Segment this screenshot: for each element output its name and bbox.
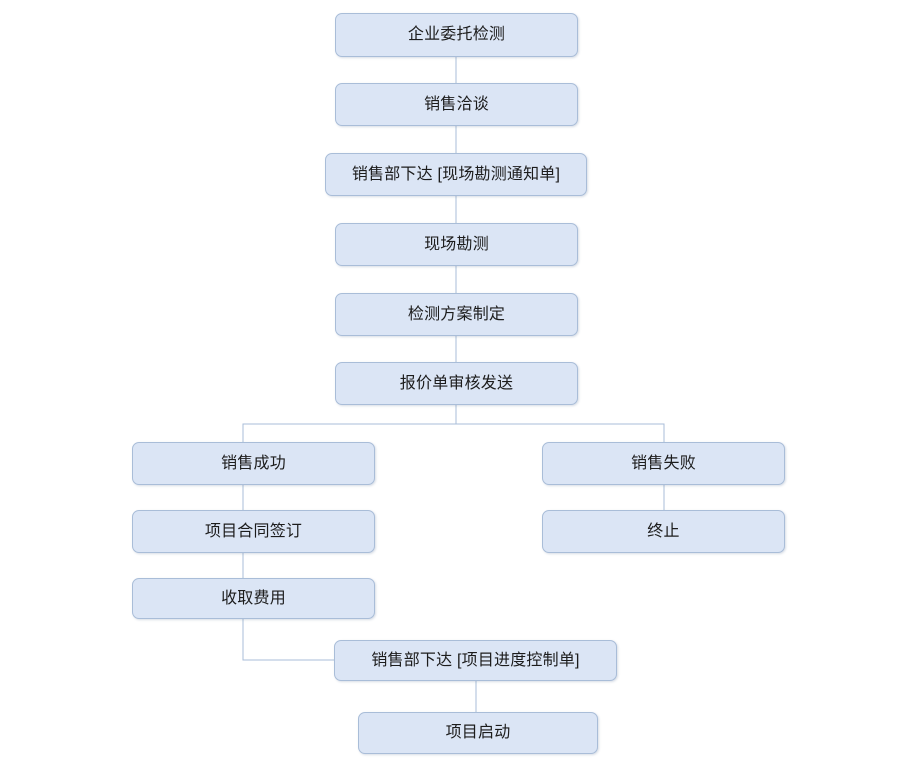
- flow-node-label: 报价单审核发送: [399, 374, 514, 392]
- flow-node-n10[interactable]: 终止: [542, 510, 785, 553]
- flow-node-n8[interactable]: 销售失败: [542, 442, 785, 485]
- flow-node-label: 终止: [647, 522, 680, 540]
- flow-node-label: 收取费用: [221, 589, 286, 607]
- connector-split-to-n8: [456, 423, 665, 442]
- flow-node-label: 项目启动: [445, 724, 511, 742]
- flow-node-n3[interactable]: 销售部下达 [现场勘测通知单]: [325, 153, 587, 196]
- flow-node-label: 销售失败: [631, 454, 696, 472]
- flow-node-label: 项目合同签订: [204, 522, 303, 540]
- flow-node-n11[interactable]: 收取费用: [132, 578, 375, 619]
- connector-n11-to-n12: [242, 619, 334, 661]
- flow-node-label: 销售成功: [221, 454, 286, 472]
- flow-node-label: 销售部下达 [现场勘测通知单]: [351, 165, 561, 183]
- flow-node-label: 检测方案制定: [407, 305, 506, 323]
- flow-node-n13[interactable]: 项目启动: [358, 712, 598, 754]
- flow-node-n4[interactable]: 现场勘测: [335, 223, 578, 266]
- flow-node-label: 销售部下达 [项目进度控制单]: [371, 651, 580, 669]
- flow-node-n5[interactable]: 检测方案制定: [335, 293, 578, 336]
- flow-node-label: 销售洽谈: [424, 95, 489, 113]
- flow-node-n12[interactable]: 销售部下达 [项目进度控制单]: [334, 640, 617, 681]
- flow-node-label: 企业委托检测: [407, 26, 506, 44]
- connector-split-to-n7: [242, 423, 456, 442]
- flow-node-n9[interactable]: 项目合同签订: [132, 510, 375, 553]
- flow-node-n6[interactable]: 报价单审核发送: [335, 362, 578, 405]
- flow-node-label: 现场勘测: [424, 235, 489, 253]
- flow-node-n1[interactable]: 企业委托检测: [335, 13, 578, 57]
- flow-node-n2[interactable]: 销售洽谈: [335, 83, 578, 126]
- flow-node-n7[interactable]: 销售成功: [132, 442, 375, 485]
